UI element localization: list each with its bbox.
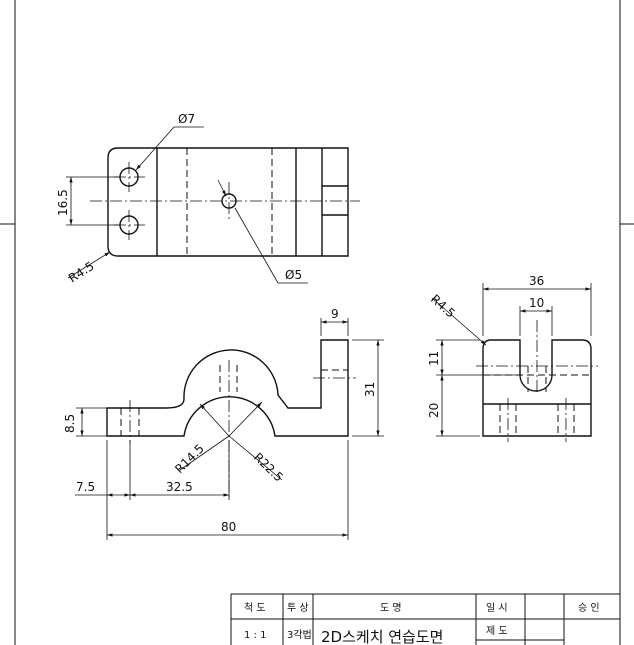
header-scale: 척 도 [244, 602, 266, 614]
dim-base-height: 8.5 [63, 414, 77, 433]
dim-total-length: 80 [221, 520, 236, 534]
front-view: 80 7.5 32.5 8.5 31 9 R14.5 R22.5 [63, 307, 384, 540]
dim-center-offset: 32.5 [166, 480, 193, 494]
dim-hole-dia-small: Ø7 [178, 112, 195, 126]
header-drawing-name: 도 명 [380, 602, 402, 614]
side-view: 36 10 R4.5 11 20 [427, 274, 598, 442]
value-drafted: 제 도 [486, 625, 508, 637]
top-view: Ø7 Ø5 16.5 R4.5 [56, 112, 360, 286]
dim-side-width: 36 [529, 274, 544, 288]
header-projection: 투 상 [287, 602, 309, 614]
value-drawing-name: 2D스케치 연습도면 [321, 628, 443, 645]
dim-inner-radius: R14.5 [172, 441, 207, 476]
dim-total-height: 31 [363, 382, 377, 397]
dim-hole-dia-center: Ø5 [285, 268, 302, 282]
dim-outer-radius: R22.5 [251, 450, 286, 484]
header-approval: 승 인 [578, 602, 600, 614]
value-projection: 3각법 [287, 629, 312, 641]
dim-slot-width: 10 [529, 296, 544, 310]
header-date: 일 시 [486, 602, 508, 614]
dim-upright-width: 9 [331, 307, 339, 321]
title-block: 척 도 투 상 도 명 일 시 승 인 1 : 1 3각법 2D스케치 연습도면… [230, 593, 620, 645]
value-scale: 1 : 1 [244, 630, 266, 641]
dim-hole-spacing: 16.5 [56, 189, 70, 216]
dim-left-offset: 7.5 [76, 480, 95, 494]
dim-side-height: 20 [427, 403, 441, 418]
dim-slot-offset: 11 [427, 351, 441, 366]
